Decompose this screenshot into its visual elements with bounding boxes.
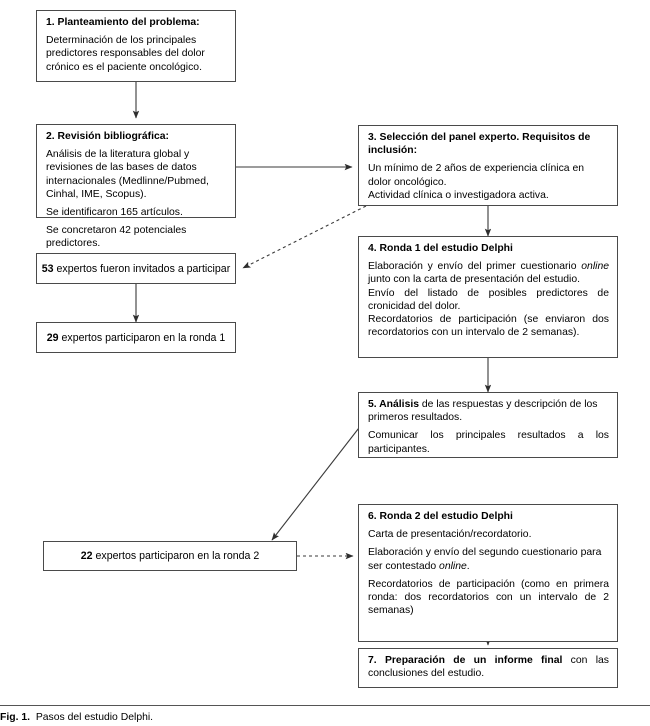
arrow-n5-to-t22: [271, 423, 363, 541]
node-7-heading-rest: con las conclusiones del estudio.: [368, 655, 609, 680]
tally-29-line: 29 expertos participaron en la ronda 1: [47, 332, 225, 344]
node-5-heading-strong: 5. Análisis: [368, 399, 420, 410]
node-6-body-2-a: Elaboración y envío del segundo cuestion…: [368, 547, 602, 572]
node-3-body-2: Actividad clínica o investigadora activa…: [368, 189, 549, 201]
node-6-body-2-emphasis: online: [439, 560, 467, 572]
node-6-body-3: Recordatorios de participación (como en …: [368, 578, 609, 617]
tally-22-count: 22: [80, 550, 93, 562]
node-1-body: Determinación de los principales predict…: [46, 35, 205, 73]
node-6-body-2-b: .: [466, 560, 470, 572]
node-1-planteamiento-del-problema[interactable]: 1. Planteamiento del problema: Determina…: [36, 10, 236, 82]
node-4-body-3: Recordatorios de participación (se envia…: [368, 314, 609, 339]
node-6-heading: 6. Ronda 2 del estudio Delphi: [368, 511, 513, 522]
node-3-heading: 3. Selección del panel experto. Requisit…: [368, 132, 591, 157]
node-5-body-1: Comunicar los principales resultados a l…: [368, 430, 609, 455]
arrow-n3-to-t53: [242, 205, 367, 269]
tally-22-text: expertos participaron en la ronda 2: [92, 550, 260, 562]
tally-29-count: 29: [46, 331, 59, 344]
figure-caption: Fig. 1. Pasos del estudio Delphi.: [0, 712, 650, 723]
node-7-heading: 7. Preparación de un informe final con l…: [368, 654, 609, 680]
tally-53-expertos-invitados[interactable]: 53 expertos fueron invitados a participa…: [36, 253, 236, 284]
node-4-body-1-emphasis: online: [581, 261, 609, 273]
tally-53-count: 53: [41, 262, 54, 275]
node-4-body-1: Elaboración y envío del primer cuestiona…: [368, 260, 609, 286]
node-2-body-2: Se identificaron 165 artículos.: [46, 207, 183, 219]
node-5-heading-rest: de las respuestas y descripción de los p…: [368, 399, 598, 424]
node-4-heading: 4. Ronda 1 del estudio Delphi: [368, 243, 513, 254]
caption-divider: [0, 705, 650, 706]
node-4-body-1-b: junto con la carta de presentación del e…: [368, 274, 580, 286]
figure-caption-text: Pasos del estudio Delphi.: [35, 712, 154, 723]
node-3-seleccion-del-panel-experto[interactable]: 3. Selección del panel experto. Requisit…: [358, 125, 618, 206]
node-4-body-2: Envío del listado de posibles predictore…: [368, 287, 609, 312]
node-6-body-2: Elaboración y envío del segundo cuestion…: [368, 546, 609, 572]
node-5-heading: 5. Análisis de las respuestas y descripc…: [368, 398, 609, 424]
node-2-body-1: Análisis de la literatura global y revis…: [46, 149, 209, 200]
node-5-analisis-de-las-respuestas[interactable]: 5. Análisis de las respuestas y descripc…: [358, 392, 618, 458]
tally-29-text: expertos participaron en la ronda 1: [58, 331, 226, 344]
node-1-heading: 1. Planteamiento del problema:: [46, 17, 200, 28]
tally-29-expertos-ronda-1[interactable]: 29 expertos participaron en la ronda 1: [36, 322, 236, 353]
node-7-preparacion-de-un-informe-final[interactable]: 7. Preparación de un informe final con l…: [358, 648, 618, 688]
figure-caption-label: Fig. 1.: [0, 712, 31, 723]
node-6-ronda-2-del-estudio-delphi[interactable]: 6. Ronda 2 del estudio Delphi Carta de p…: [358, 504, 618, 642]
tally-53-text: expertos fueron invitados a participar: [53, 262, 231, 275]
node-6-body-1: Carta de presentación/recordatorio.: [368, 529, 532, 541]
node-7-heading-strong: 7. Preparación de un informe final: [368, 655, 563, 666]
node-3-body-1: Un mínimo de 2 años de experiencia clíni…: [368, 163, 585, 188]
tally-22-line: 22 expertos participaron en la ronda 2: [81, 550, 259, 562]
tally-22-expertos-ronda-2[interactable]: 22 expertos participaron en la ronda 2: [43, 541, 297, 571]
node-2-heading: 2. Revisión bibliográfica:: [46, 131, 169, 142]
tally-53-line: 53 expertos fueron invitados a participa…: [42, 263, 230, 275]
node-4-body-1-a: Elaboración y envío del primer cuestiona…: [368, 261, 582, 273]
node-2-revision-bibliografica[interactable]: 2. Revisión bibliográfica: Análisis de l…: [36, 124, 236, 249]
node-4-ronda-1-del-estudio-delphi[interactable]: 4. Ronda 1 del estudio Delphi Elaboració…: [358, 236, 618, 358]
node-2-body-3: Se concretaron 42 potenciales predictore…: [46, 225, 187, 250]
